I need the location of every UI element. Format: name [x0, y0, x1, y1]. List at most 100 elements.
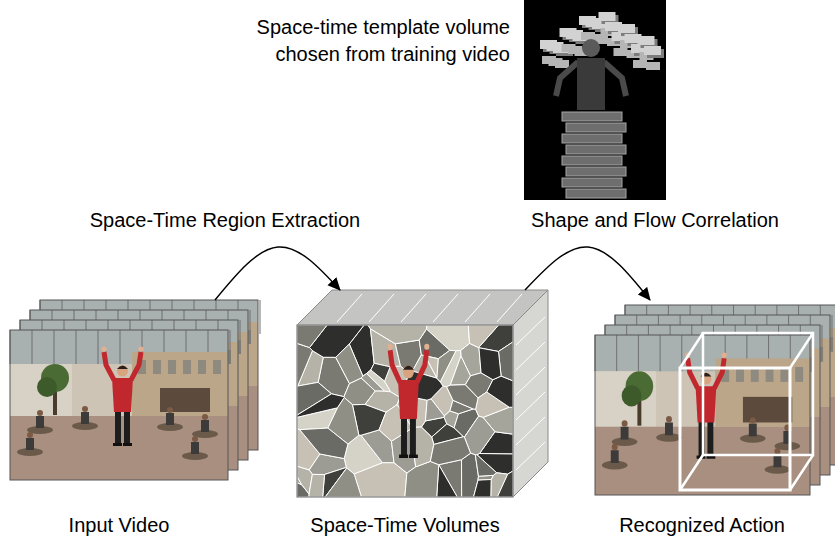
- segmented-frame: [497, 471, 513, 497]
- video-frame: [27, 432, 33, 438]
- video-frame: [123, 443, 132, 446]
- video-frame: [240, 320, 241, 354]
- video-frame: [774, 448, 780, 454]
- segmented-frame: [425, 399, 444, 421]
- video-frame-stack: [10, 300, 260, 480]
- video-frame: [665, 422, 673, 435]
- video-frame: [202, 414, 208, 420]
- video-frame: [167, 407, 173, 413]
- space-time-volumes: Space-Time Volumes: [297, 290, 549, 497]
- space-time-volume-cube: [297, 290, 548, 325]
- space-time-volume-cube: [516, 342, 545, 370]
- video-frame: [98, 330, 99, 364]
- video-frame: [638, 335, 639, 371]
- video-frame: [616, 335, 617, 371]
- video-frame: [117, 366, 128, 377]
- video-frame: [36, 416, 44, 428]
- video-frame: [749, 424, 757, 437]
- template-volume-picture: [566, 189, 626, 198]
- node-label: Recognized Action: [619, 512, 785, 539]
- video-frame: [37, 410, 43, 416]
- video-frame: [191, 442, 199, 454]
- video-frame: [750, 417, 756, 423]
- segmented-frame: [297, 325, 513, 497]
- space-time-volume-cube: [516, 442, 545, 470]
- segmented-person: [424, 344, 429, 350]
- space-time-volume-cube: [337, 294, 362, 322]
- flow-arrow: [525, 247, 650, 300]
- template-volume: Space-time template volume chosen from t…: [524, 0, 666, 200]
- template-volume-picture: [618, 24, 635, 33]
- video-frame: [611, 450, 619, 463]
- video-frame: [32, 330, 33, 364]
- video-frame: [707, 420, 713, 456]
- space-time-volume-cube: [465, 294, 490, 322]
- template-volume-picture: [633, 60, 647, 68]
- video-frame: [54, 330, 55, 364]
- segmented-person: [410, 417, 416, 456]
- space-time-volume-cube: [516, 392, 545, 420]
- space-time-volume-cube: [513, 290, 548, 497]
- segmented-person: [401, 417, 407, 456]
- detection-box: [680, 333, 813, 490]
- segmented-frame: [297, 343, 312, 386]
- result-frame-stack: [595, 305, 835, 495]
- node-label: Space-time template volume chosen from t…: [220, 14, 510, 68]
- edge-label: Space-Time Region Extraction: [87, 208, 364, 232]
- segmented-frame: [354, 463, 407, 497]
- space-time-volume-cube: [516, 417, 545, 445]
- template-volume-picture: [524, 0, 666, 200]
- segmented-frame: [430, 437, 470, 465]
- segmented-frame: [450, 356, 470, 385]
- video-frame-stack: [10, 330, 228, 480]
- video-frame: [250, 310, 251, 344]
- space-time-volume-cube: [497, 294, 522, 322]
- video-frame: [183, 360, 191, 374]
- video-frame: [37, 377, 57, 397]
- segmented-frame: [447, 385, 479, 410]
- template-volume-picture: [582, 39, 600, 57]
- detection-box: [703, 333, 813, 455]
- video-frame: [132, 352, 228, 416]
- template-volume-picture: [562, 178, 622, 187]
- segmented-frame: [371, 363, 390, 381]
- video-frame: [82, 406, 88, 412]
- space-time-volume-cube: [433, 294, 458, 322]
- space-time-volume-cube: [297, 325, 513, 497]
- video-frame: [153, 360, 161, 374]
- segmented-person: [388, 344, 430, 458]
- video-frame: [113, 443, 122, 446]
- video-frame: [117, 366, 128, 370]
- detection-box: [680, 368, 790, 490]
- video-frame: [722, 352, 727, 358]
- video-frame: [160, 388, 210, 412]
- segmented-frame: [474, 480, 492, 497]
- segmented-frame: [297, 325, 327, 348]
- segmented-frame: [368, 325, 427, 344]
- template-volume-picture: [599, 12, 616, 21]
- template-volume-picture: [524, 0, 666, 200]
- recognized-action: Recognized Action: [595, 300, 835, 495]
- segmented-frame: [479, 348, 501, 380]
- video-frame: [10, 330, 228, 480]
- template-volume-picture: [556, 62, 578, 96]
- video-frame: [168, 360, 176, 374]
- input-video: Input Video: [10, 300, 260, 480]
- video-frame: [622, 420, 628, 426]
- video-frame: [10, 330, 230, 480]
- segmented-frame: [300, 428, 348, 458]
- space-time-volume-cube: [516, 367, 545, 395]
- segmented-person: [388, 344, 393, 350]
- template-volume-picture: [562, 112, 622, 121]
- video-frame: [821, 325, 822, 361]
- video-frame: [213, 360, 221, 374]
- template-volume-picture: [577, 58, 605, 110]
- segmented-frame: [487, 376, 513, 407]
- segmented-person: [417, 350, 427, 382]
- video-frame: [76, 330, 77, 364]
- template-volume-picture: [566, 145, 626, 154]
- video-frame: [230, 330, 231, 364]
- video-frame: [10, 364, 72, 416]
- segmented-frame: [325, 468, 361, 497]
